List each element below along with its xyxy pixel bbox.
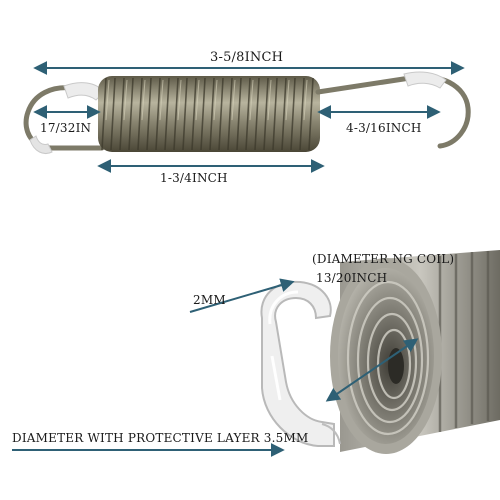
overall-length-label: 3-5/8INCH: [210, 50, 284, 65]
coil-diameter-heading: (DIAMETER NG COIL): [312, 252, 455, 266]
top-dimensions: [33, 61, 465, 173]
protective-layer-label: DIAMETER WITH PROTECTIVE LAYER 3.5MM: [12, 431, 309, 445]
protective-sleeve: [260, 280, 335, 447]
coil-body-length-label: 1-3/4INCH: [160, 171, 228, 185]
closeup-dimensions: [12, 278, 419, 457]
hook-left-label: 17/32IN: [40, 121, 92, 135]
wire-size-line: [189, 278, 295, 313]
wire-size-label: 2MM: [193, 293, 226, 307]
coil-diameter-line: [325, 338, 419, 402]
coil-diameter-value: 13/20INCH: [316, 271, 388, 285]
right-hook-sleeve: [403, 71, 447, 89]
top-spring: [23, 71, 471, 154]
left-hook-sleeve: [63, 82, 105, 101]
coil-turns: [101, 77, 314, 151]
hook-right-label: 4-3/16INCH: [346, 121, 422, 135]
